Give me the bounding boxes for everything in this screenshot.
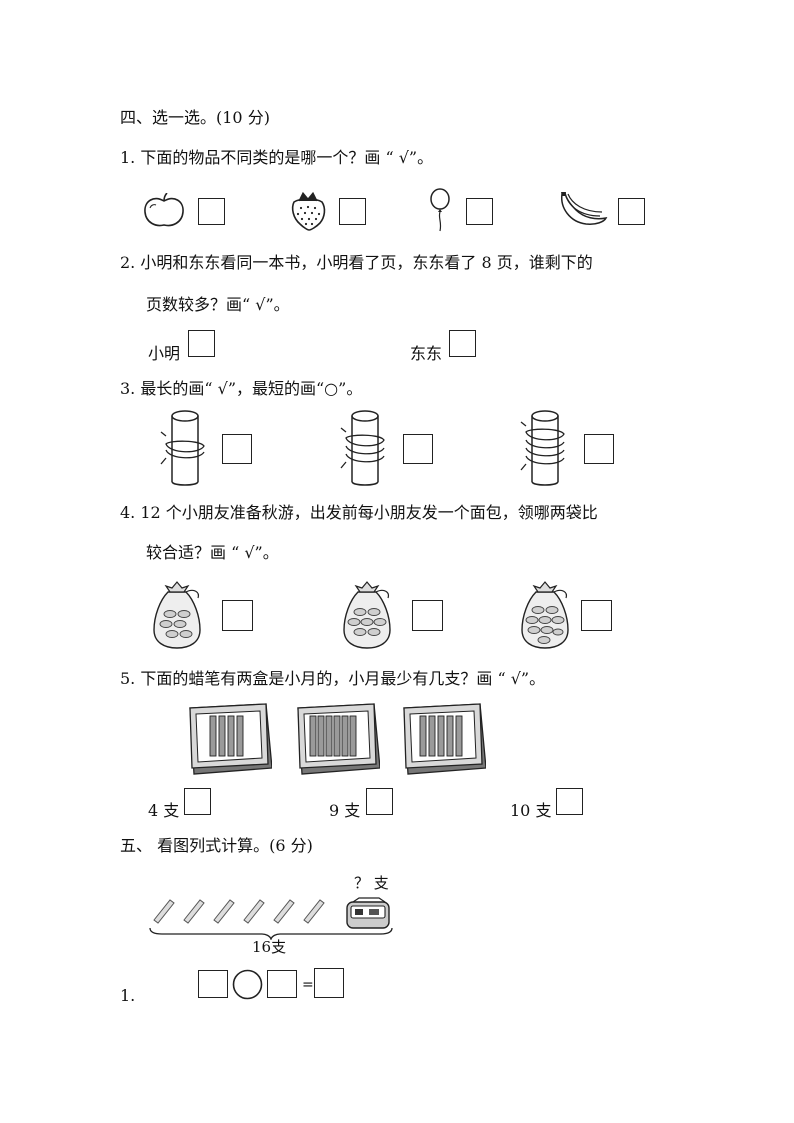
balloon-icon (428, 188, 452, 232)
answer-box-dongdong[interactable] (449, 330, 476, 357)
total-brace (148, 926, 394, 940)
option-xiaoming-label: 小明 (148, 344, 181, 363)
equation-operand-2[interactable] (267, 970, 297, 998)
section-4-title: 四、选一选。(10 分) (120, 108, 270, 127)
answer-box-banana[interactable] (618, 198, 645, 225)
answer-box-rope-2[interactable] (403, 434, 433, 464)
option-9-label: 9 支 (329, 801, 361, 820)
bread-bag-3-icon (518, 580, 572, 650)
equation-result[interactable] (314, 968, 344, 998)
question-3-text: 3. 最长的画“ √”，最短的画“○”。 (120, 379, 363, 398)
option-dongdong-label: 东东 (410, 344, 443, 363)
answer-box-xiaoming[interactable] (188, 330, 215, 357)
rope-post-2-icon (340, 408, 390, 488)
rope-post-1-icon (160, 408, 210, 488)
answer-box-10[interactable] (556, 788, 583, 815)
equation-operator-circle[interactable] (232, 969, 263, 1000)
question-2-line-1: 2. 小明和东东看同一本书，小明看了页，东东看了 8 页，谁剩下的 (120, 253, 593, 272)
answer-box-apple[interactable] (198, 198, 225, 225)
question-5-text: 5. 下面的蜡笔有两盒是小月的，小月最少有几支？画 “ √”。 (120, 669, 546, 688)
answer-box-rope-1[interactable] (222, 434, 252, 464)
answer-box-bag-1[interactable] (222, 600, 253, 631)
question-4-line-1: 4. 12 个小朋友准备秋游，出发前每小朋友发一个面包，领哪两袋比 (120, 503, 598, 522)
question-4-line-2: 较合适？画 “ √”。 (146, 543, 279, 562)
apple-icon (142, 193, 186, 229)
option-4-label: 4 支 (148, 801, 180, 820)
crayon-box-5-icon (402, 702, 486, 776)
question-1-text: 1. 下面的物品不同类的是哪一个？画 “ √”。 (120, 148, 434, 167)
answer-box-bag-3[interactable] (581, 600, 612, 631)
option-10-label: 10 支 (510, 801, 552, 820)
crayon-box-4-icon (188, 702, 272, 776)
answer-box-9[interactable] (366, 788, 393, 815)
answer-box-4[interactable] (184, 788, 211, 815)
question-mark-label: ？ 支 (354, 874, 389, 892)
pencils-icon (150, 896, 340, 924)
banana-icon (556, 190, 608, 228)
bread-bag-2-icon (340, 580, 394, 650)
equals-sign: = (302, 977, 314, 993)
question-2-line-2: 页数较多？画“ √”。 (146, 295, 290, 314)
pencil-case-icon (345, 896, 393, 932)
answer-box-rope-3[interactable] (584, 434, 614, 464)
question-1-number: 1. (120, 986, 136, 1005)
answer-box-balloon[interactable] (466, 198, 493, 225)
crayon-box-6-icon (296, 702, 380, 776)
rope-post-3-icon (520, 408, 570, 488)
answer-box-bag-2[interactable] (412, 600, 443, 631)
bread-bag-1-icon (150, 580, 204, 650)
total-label: 16支 (252, 938, 287, 956)
strawberry-icon (289, 190, 327, 232)
section-5-title: 五、 看图列式计算。(6 分) (120, 836, 313, 855)
answer-box-strawberry[interactable] (339, 198, 366, 225)
equation-operand-1[interactable] (198, 970, 228, 998)
